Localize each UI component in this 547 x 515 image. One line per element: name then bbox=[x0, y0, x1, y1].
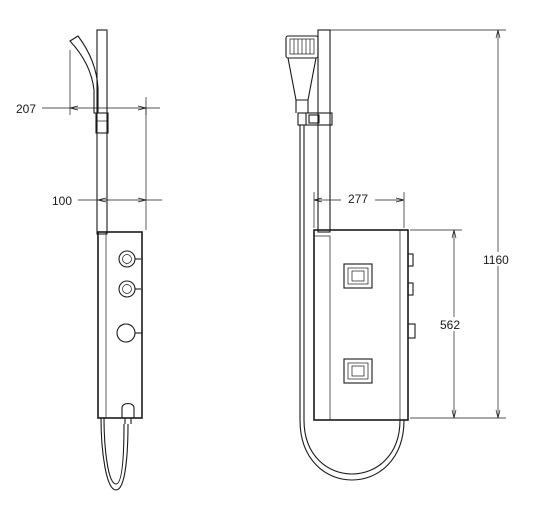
front-body-jet-bottom bbox=[343, 358, 373, 384]
dim-side-bar-depth: 100 bbox=[52, 108, 162, 230]
front-rail-slider bbox=[297, 112, 333, 126]
front-body-jet-top bbox=[343, 263, 373, 289]
side-hose-outlet bbox=[121, 402, 135, 418]
side-knob-thermostat bbox=[116, 323, 142, 343]
side-knob-top bbox=[118, 250, 141, 268]
side-view: 207 100 bbox=[16, 29, 162, 491]
dim-front-total-height: 1160 bbox=[330, 29, 516, 419]
front-riser-rail bbox=[317, 29, 331, 233]
front-view: 277 562 1160 bbox=[285, 29, 516, 481]
side-knob-middle bbox=[118, 280, 141, 298]
side-shower-head bbox=[69, 35, 99, 114]
dim-562-label: 562 bbox=[440, 318, 460, 332]
dim-front-panel-height: 562 bbox=[410, 229, 468, 419]
side-riser-rail bbox=[96, 29, 108, 235]
front-shower-head bbox=[285, 35, 319, 113]
dim-100-label: 100 bbox=[52, 194, 72, 208]
side-panel-body bbox=[97, 231, 143, 419]
dim-207-label: 207 bbox=[16, 102, 36, 116]
side-rail-slider bbox=[95, 112, 109, 134]
side-hose bbox=[100, 417, 129, 491]
front-panel-body bbox=[313, 229, 409, 421]
dim-side-spray-width: 207 bbox=[16, 50, 160, 116]
front-hose bbox=[299, 419, 405, 481]
dim-1160-label: 1160 bbox=[483, 253, 509, 267]
dim-front-bar-offset: 277 bbox=[313, 191, 405, 228]
dim-277-label: 277 bbox=[348, 192, 368, 206]
